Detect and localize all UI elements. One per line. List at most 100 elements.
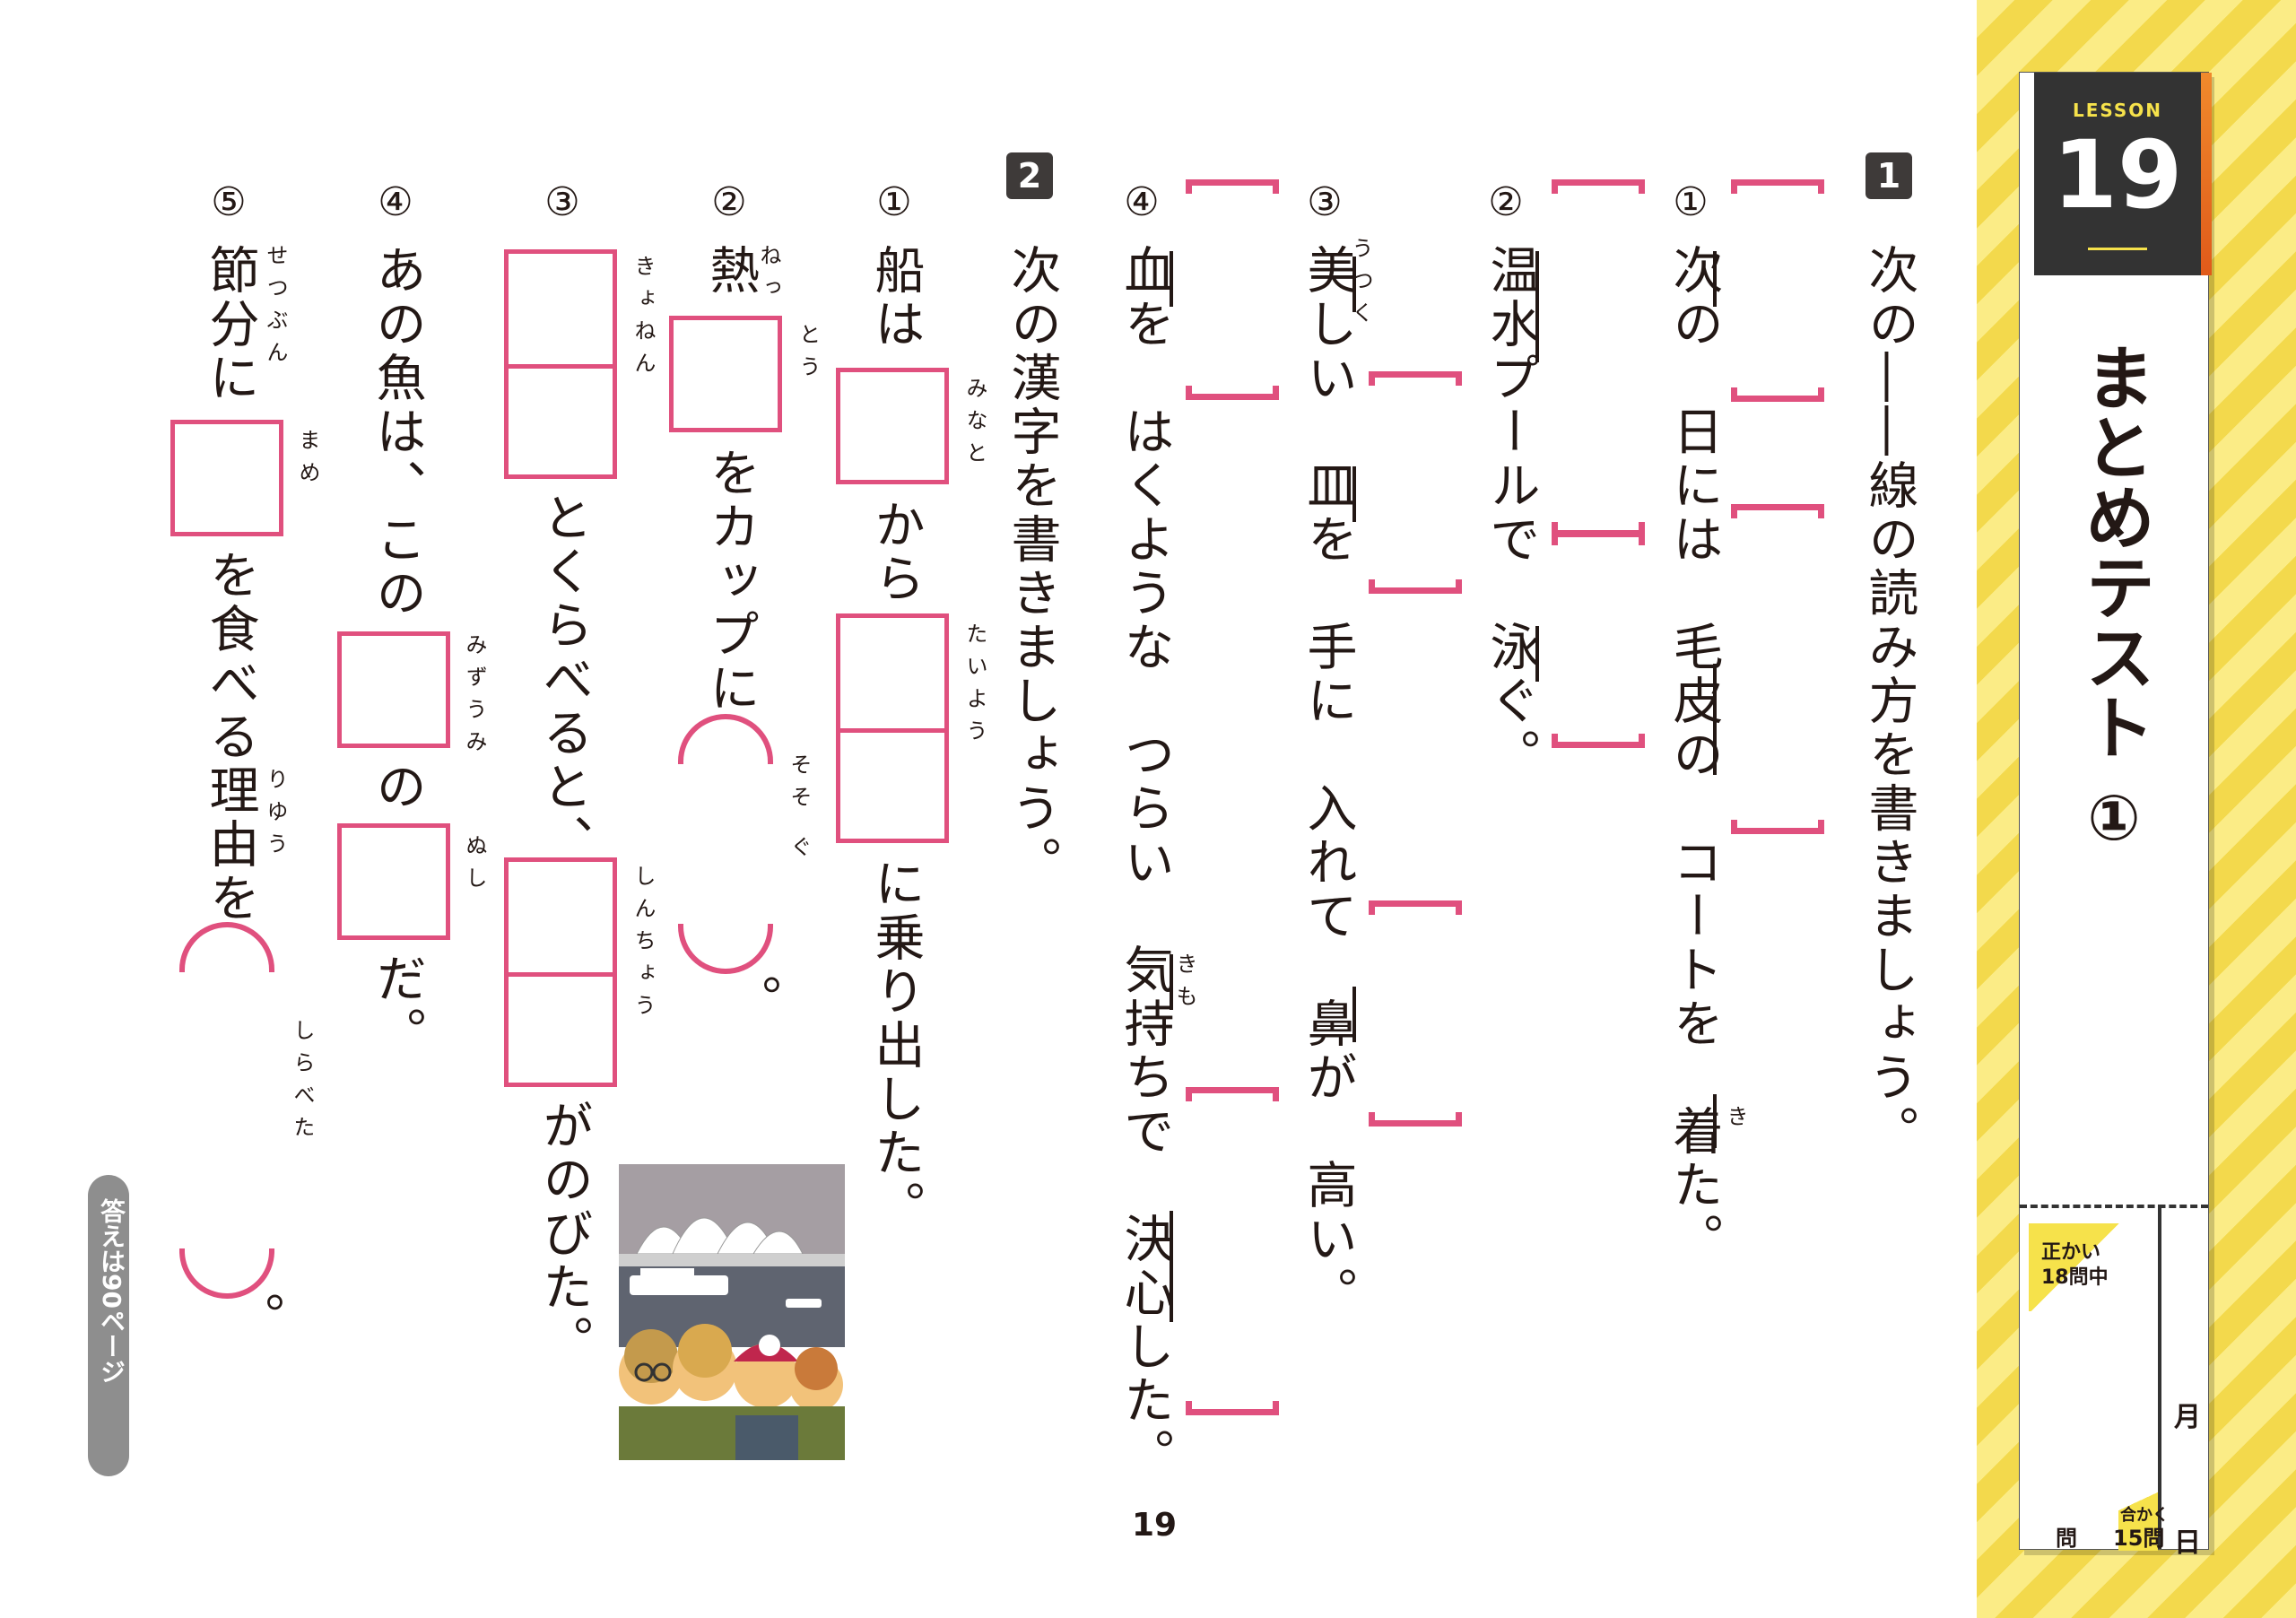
sydney-harbour-illustration [619, 1164, 845, 1460]
kanji-answer-box[interactable] [170, 420, 283, 536]
answer-bracket-open[interactable] [1731, 504, 1824, 518]
q2-2-number: ② [711, 179, 747, 225]
q2-2-ruby2: とう [796, 323, 821, 387]
q1-3-number: ③ [1307, 179, 1343, 225]
title-number: ① [2077, 781, 2151, 855]
answer-bracket-open[interactable] [1186, 179, 1279, 194]
answer-bracket-open[interactable] [1369, 900, 1462, 915]
answer-paren-close [678, 924, 773, 974]
q2-5-seg3: 。 [226, 1292, 284, 1345]
kanji-answer-box[interactable] [836, 368, 949, 484]
q2-4-number: ④ [378, 179, 413, 225]
q2-5-ruby1: せつぶん [263, 244, 288, 373]
underline [1170, 251, 1173, 307]
q1-3-ruby: うつく [1348, 237, 1373, 334]
q2-4-seg1: あの魚は、この [368, 244, 426, 621]
question-unit: 問 [2056, 1526, 2077, 1551]
underline [1170, 954, 1173, 1010]
pass-badge [2118, 1452, 2158, 1551]
lesson-label: LESSON [2072, 100, 2163, 121]
q2-5-seg2: を食べる理由を [201, 549, 259, 926]
q2-4-seg3: だ。 [368, 953, 426, 1060]
kanji-answer-box[interactable] [337, 823, 450, 940]
score-label-box: 正かい 18問中 [2029, 1223, 2122, 1311]
q2-2-ruby3: そそ ぐ [787, 753, 812, 868]
q1-3-text: 美しい 皿を 手に 入れて 鼻が 高い。 [1299, 244, 1357, 1320]
q1-2-number: ② [1488, 179, 1524, 225]
q2-5-seg1: 節分に [201, 244, 259, 405]
q2-1-seg2: から [866, 499, 925, 606]
q2-3-ruby2: しんちょう [631, 865, 656, 1026]
month-label: 月 [2174, 1402, 2201, 1433]
q2-4-ruby2: ぬし [462, 834, 487, 899]
underline [1352, 466, 1356, 522]
q1-4-number: ④ [1124, 179, 1160, 225]
kanji-answer-box-double[interactable] [504, 857, 617, 1087]
page-number: 19 [1132, 1507, 1178, 1544]
total-label: 18問中 [2041, 1266, 2109, 1289]
q2-4-seg2: の [368, 761, 426, 814]
q1-1-ruby: き [1723, 1105, 1748, 1137]
q2-5-ruby3: りゆう [263, 768, 288, 865]
q2-3-ruby1: きょねん [631, 255, 656, 384]
score-divider [2020, 1205, 2208, 1208]
q2-2-seg2: をカップに [701, 447, 760, 716]
pass-value: 15問 [2113, 1526, 2165, 1551]
lesson-card: LESSON 19 まとめテスト ① 正かい 18問中 合かく 15問 問 月 … [2019, 72, 2212, 1559]
kanji-answer-box-double[interactable] [504, 249, 617, 479]
lesson-sidebar: LESSON 19 まとめテスト ① 正かい 18問中 合かく 15問 問 月 … [1977, 0, 2296, 1618]
kanji-answer-box[interactable] [669, 316, 782, 432]
section-1-number: 1 [1866, 152, 1912, 199]
answer-bracket-close [1186, 386, 1279, 400]
q2-3-seg2: がのびた。 [535, 1100, 593, 1369]
answer-bracket-open[interactable] [1186, 1087, 1279, 1101]
underline [1713, 664, 1717, 775]
q1-4-ruby: きも [1172, 953, 1197, 1017]
kanji-answer-box-double[interactable] [836, 613, 949, 843]
answers-page-text: 答えは90ページ [97, 1198, 126, 1384]
underline [1535, 626, 1539, 682]
q1-1-number: ① [1673, 179, 1709, 225]
answer-bracket-open[interactable] [1731, 179, 1824, 194]
answers-page-tab[interactable]: 答えは90ページ [88, 1175, 129, 1476]
q2-5-ruby4: しらべた [290, 1019, 315, 1148]
answer-bracket-open[interactable] [1552, 531, 1645, 545]
lesson-number: 19 [2052, 120, 2183, 230]
q2-3-seg1: とくらべると、 [535, 491, 593, 868]
q2-5-number: ⑤ [211, 179, 247, 225]
q2-1-seg1: 船は [866, 244, 925, 352]
answer-bracket-open[interactable] [1552, 179, 1645, 194]
q2-5-ruby2: まめ [295, 429, 320, 493]
underline [1713, 251, 1717, 307]
underline [1170, 1211, 1173, 1322]
lesson-tab: LESSON 19 [2034, 73, 2212, 275]
pass-label: 合かく [2120, 1506, 2169, 1525]
q1-4-text: 血を はくような つらい 気持ちで 決心した。 [1116, 244, 1174, 1482]
q2-2-ruby1: ねっ [756, 244, 781, 309]
q2-4-ruby1: みずうみ [462, 633, 487, 762]
underline [1713, 1094, 1717, 1148]
q2-1-seg3: に乗り出した。 [866, 857, 925, 1234]
q2-1-ruby1: みなと [962, 377, 987, 474]
answer-paren-open[interactable] [179, 922, 274, 972]
correct-label: 正かい [2041, 1241, 2101, 1264]
answer-bracket-close [1369, 1112, 1462, 1127]
answer-bracket-close [1552, 734, 1645, 748]
underline [1352, 257, 1356, 312]
section-2-number: 2 [1006, 152, 1053, 199]
answer-bracket-close [1186, 1401, 1279, 1415]
q2-3-number: ③ [544, 179, 580, 225]
q2-2-seg1: 熱 [701, 244, 760, 298]
day-label: 日 [2174, 1527, 2201, 1559]
underline [1535, 251, 1539, 362]
kanji-answer-box[interactable] [337, 631, 450, 748]
answer-bracket-open[interactable] [1369, 371, 1462, 386]
section-1-instruction: 次の――線の読み方を書きましょう。 [1860, 244, 1918, 1159]
answer-paren-open[interactable] [678, 714, 773, 764]
q2-2-seg3: 。 [723, 974, 781, 1028]
q1-2-text: 温水プールで 泳ぐ。 [1482, 244, 1540, 782]
q1-1-text: 次の 日には 毛皮の コートを 着た。 [1665, 244, 1723, 1266]
page-title: まとめテスト [2074, 342, 2154, 761]
section-2-instruction: 次の漢字を書きましょう。 [1003, 244, 1061, 890]
lesson-underline [2088, 248, 2147, 250]
